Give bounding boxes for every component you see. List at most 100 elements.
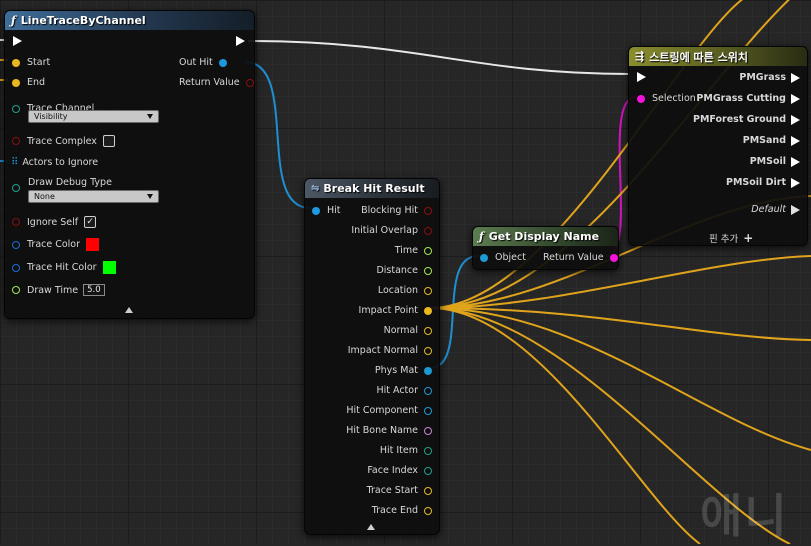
break-output-pin[interactable]: Location	[378, 285, 432, 296]
output-pin-icon	[424, 226, 432, 235]
draw-debug-type-pin[interactable]	[12, 184, 20, 192]
collapse-arrow-icon[interactable]	[367, 524, 375, 530]
out-hit-pin[interactable]: Out Hit	[179, 57, 227, 68]
switch-case-pin[interactable]: PMSand	[743, 135, 800, 146]
display-name-return-pin[interactable]: Return Value	[543, 252, 618, 263]
object-pin-icon	[480, 253, 488, 262]
draw-debug-type-dropdown[interactable]: None	[28, 190, 159, 203]
ignore-self-pin[interactable]: Ignore Self ✓	[12, 216, 97, 228]
selection-label: Selection	[652, 93, 696, 104]
object-input-pin[interactable]: Object	[480, 252, 526, 263]
add-pin-button[interactable]: 핀 추가 +	[709, 231, 753, 245]
get-display-name-title: Get Display Name	[488, 230, 600, 243]
trace-color-label: Trace Color	[27, 239, 81, 250]
break-output-pin[interactable]: Hit Actor	[376, 385, 432, 396]
break-output-pin[interactable]: Trace End	[372, 505, 432, 516]
break-output-pin[interactable]: Trace Start	[367, 485, 432, 496]
struct-pin-icon	[218, 58, 227, 67]
break-output-label: Hit Item	[379, 445, 418, 456]
get-display-name-node[interactable]: ƒ Get Display Name Object Return Value	[472, 226, 619, 270]
boolean-pin-icon	[245, 78, 254, 87]
switch-case-pin[interactable]: PMGrass Cutting	[696, 93, 800, 104]
break-output-pin[interactable]: Hit Component	[346, 405, 432, 416]
get-display-name-header[interactable]: ƒ Get Display Name	[473, 227, 618, 246]
trace-color-swatch[interactable]	[86, 238, 100, 251]
draw-time-input[interactable]: 5.0	[83, 284, 105, 296]
break-output-pin[interactable]: Phys Mat	[375, 365, 432, 376]
plus-icon: +	[743, 231, 754, 245]
break-output-pin[interactable]: Time	[395, 245, 432, 256]
end-label: End	[27, 77, 46, 88]
switch-case-pin[interactable]: PMSoil	[750, 156, 800, 167]
output-pin-icon	[424, 346, 432, 355]
trace-color-pin[interactable]: Trace Color	[12, 238, 100, 251]
ignore-self-checkbox[interactable]: ✓	[84, 216, 97, 228]
draw-debug-type-label: Draw Debug Type	[28, 177, 112, 188]
exec-out-pin[interactable]	[236, 36, 245, 46]
byte-pin-icon	[12, 184, 20, 192]
function-icon: ƒ	[479, 230, 484, 243]
trace-complex-label: Trace Complex	[27, 135, 97, 147]
switch-case-label: PMSand	[742, 135, 786, 146]
return-value-pin[interactable]: Return Value	[179, 77, 254, 88]
struct-pin-icon	[12, 240, 20, 249]
line-trace-header[interactable]: ƒ LineTraceByChannel	[5, 11, 254, 30]
struct-pin-icon	[312, 206, 320, 215]
byte-pin-icon	[12, 104, 20, 113]
switch-case-label: PMSoil	[749, 156, 786, 167]
break-output-pin[interactable]: Impact Point	[359, 305, 432, 316]
output-pin-icon	[424, 306, 432, 315]
trace-channel-pin[interactable]: Trace Channel	[12, 103, 94, 114]
switch-case-pin[interactable]: PMForest Ground	[693, 114, 800, 125]
line-trace-node[interactable]: ƒ LineTraceByChannel Start End Out Hit R…	[4, 10, 255, 319]
output-pin-icon	[424, 446, 432, 455]
boolean-pin-icon	[12, 137, 20, 145]
break-output-label: Hit Component	[346, 405, 418, 416]
default-exec-pin[interactable]: Default	[751, 204, 800, 215]
hit-input-pin[interactable]: Hit	[312, 205, 341, 216]
physmat-object-wire	[429, 255, 479, 369]
actors-to-ignore-pin[interactable]: ⠿ Actors to Ignore	[11, 157, 98, 168]
exec-out-icon	[791, 114, 800, 125]
draw-debug-type-value: None	[34, 192, 55, 201]
break-output-pin[interactable]: Normal	[384, 325, 432, 336]
break-output-label: Phys Mat	[374, 365, 418, 376]
draw-time-pin[interactable]: Draw Time 5.0	[12, 284, 105, 296]
trace-hit-color-swatch[interactable]	[102, 261, 116, 274]
exec-out-icon	[791, 177, 800, 188]
switch-case-pin[interactable]: PMSoil Dirt	[726, 177, 800, 188]
collapse-arrow-icon[interactable]	[125, 307, 133, 313]
break-output-pin[interactable]: Hit Item	[380, 445, 432, 456]
trace-complex-checkbox[interactable]	[102, 135, 115, 147]
selection-pin[interactable]: Selection	[637, 93, 696, 104]
switch-case-pin[interactable]: PMGrass	[739, 72, 800, 83]
switch-case-label: PMForest Ground	[692, 114, 786, 125]
break-output-pin[interactable]: Face Index	[367, 465, 432, 476]
switch-exec-in-pin[interactable]	[637, 72, 646, 82]
output-pin-icon	[424, 266, 432, 275]
end-pin[interactable]: End	[12, 77, 45, 88]
break-output-pin[interactable]: Impact Normal	[348, 345, 432, 356]
array-pin-icon: ⠿	[11, 157, 19, 168]
break-output-pin[interactable]: Blocking Hit	[361, 205, 432, 216]
output-pin-icon	[424, 506, 432, 515]
exec-out-icon	[791, 72, 800, 83]
function-icon: ƒ	[11, 14, 16, 27]
break-hit-header[interactable]: ⇋ Break Hit Result	[305, 179, 439, 198]
switch-header[interactable]: ⇶ 스트링에 따른 스위치	[629, 47, 807, 66]
trace-hit-color-pin[interactable]: Trace Hit Color	[12, 261, 116, 274]
break-output-pin[interactable]: Initial Overlap	[351, 225, 432, 236]
exec-out-icon	[791, 93, 800, 104]
trace-channel-dropdown[interactable]: Visibility	[28, 110, 159, 123]
exec-in-pin[interactable]	[13, 36, 22, 46]
trace-complex-pin[interactable]: Trace Complex	[12, 135, 115, 147]
actors-to-ignore-label: Actors to Ignore	[22, 157, 99, 168]
start-label: Start	[27, 57, 51, 68]
start-pin[interactable]: Start	[12, 57, 50, 68]
exec-out-icon	[791, 156, 800, 167]
break-output-pin[interactable]: Distance	[376, 265, 432, 276]
impact-point-wire	[429, 307, 791, 544]
break-output-pin[interactable]: Hit Bone Name	[346, 425, 432, 436]
